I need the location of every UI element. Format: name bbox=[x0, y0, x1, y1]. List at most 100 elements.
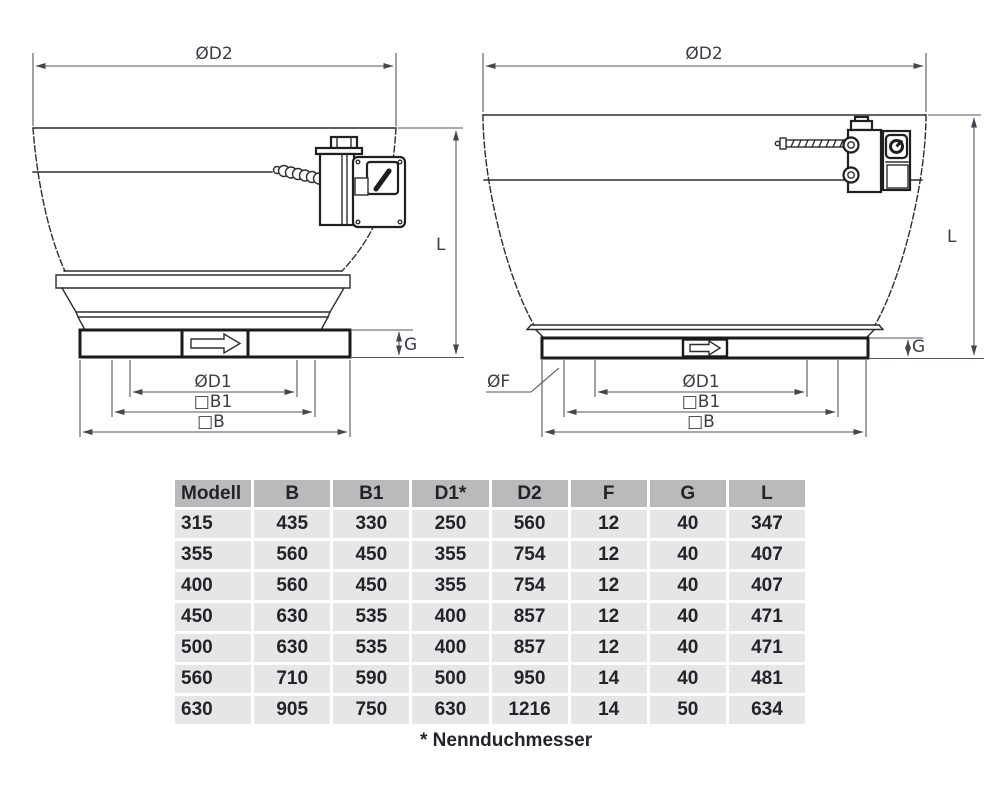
table-cell: 857 bbox=[491, 634, 568, 662]
column-header-b1: B1 bbox=[333, 480, 410, 507]
column-header-g: G bbox=[649, 480, 726, 507]
table-cell: 500 bbox=[175, 634, 252, 662]
table-cell: 754 bbox=[491, 541, 568, 569]
fan-cowl-left bbox=[32, 127, 397, 331]
table-cell: 40 bbox=[649, 572, 726, 600]
dim-label-l-right: L bbox=[947, 227, 957, 247]
dim-f-right: ØF bbox=[486, 367, 560, 393]
table-cell: 560 bbox=[254, 572, 331, 600]
table-cell: 450 bbox=[333, 541, 410, 569]
switch-box-left bbox=[314, 135, 407, 229]
base-plate-left bbox=[78, 328, 352, 359]
table-row: 630 905 750 630 1216 14 50 634 bbox=[175, 696, 805, 724]
table-cell: 450 bbox=[175, 603, 252, 631]
table-cell: 40 bbox=[649, 510, 726, 538]
switch-box-right bbox=[842, 115, 912, 194]
table-cell: 630 bbox=[254, 634, 331, 662]
table-cell: 560 bbox=[254, 541, 331, 569]
table-cell: 950 bbox=[491, 665, 568, 693]
table-cell: 471 bbox=[728, 603, 805, 631]
column-header-b: B bbox=[254, 480, 331, 507]
table-cell: 12 bbox=[570, 510, 647, 538]
table-cell: 355 bbox=[175, 541, 252, 569]
dimensions-table: Modell B B1 D1* D2 F G L 315 435 330 250… bbox=[172, 477, 808, 727]
table-cell: 590 bbox=[333, 665, 410, 693]
table-cell: 471 bbox=[728, 634, 805, 662]
table-cell: 14 bbox=[570, 665, 647, 693]
dim-label-g-right: G bbox=[912, 337, 925, 357]
table-cell: 315 bbox=[175, 510, 252, 538]
technical-drawings: ØD2 bbox=[32, 44, 984, 437]
table-cell: 12 bbox=[570, 603, 647, 631]
table-cell: 535 bbox=[333, 634, 410, 662]
dim-g-right: G bbox=[870, 337, 925, 357]
table-cell: 500 bbox=[412, 665, 489, 693]
table-cell: 40 bbox=[649, 603, 726, 631]
table-cell: 750 bbox=[333, 696, 410, 724]
table-cell: 560 bbox=[175, 665, 252, 693]
table-cell: 560 bbox=[491, 510, 568, 538]
dim-bottom-right: ØD1 □B1 □B bbox=[541, 360, 867, 437]
dim-l-left: L bbox=[352, 127, 464, 359]
dim-d2-left: ØD2 bbox=[32, 44, 397, 126]
table-cell: 634 bbox=[728, 696, 805, 724]
table-cell: 12 bbox=[570, 572, 647, 600]
table-cell: 14 bbox=[570, 696, 647, 724]
table-row: 400 560 450 355 754 12 40 407 bbox=[175, 572, 805, 600]
table-row: 560 710 590 500 950 14 40 481 bbox=[175, 665, 805, 693]
column-header-f: F bbox=[570, 480, 647, 507]
table-cell: 400 bbox=[412, 634, 489, 662]
left-view-drawing: ØD2 bbox=[32, 44, 464, 437]
airflow-arrow-icon bbox=[190, 332, 242, 355]
table-cell: 355 bbox=[412, 541, 489, 569]
table-cell: 330 bbox=[333, 510, 410, 538]
dim-d2-right: ØD2 bbox=[482, 44, 927, 112]
table-cell: 347 bbox=[728, 510, 805, 538]
dim-label-of: ØF bbox=[487, 372, 510, 392]
table-cell: 400 bbox=[412, 603, 489, 631]
table-cell: 407 bbox=[728, 541, 805, 569]
table-cell: 355 bbox=[412, 572, 489, 600]
table-cell: 40 bbox=[649, 665, 726, 693]
table-cell: 407 bbox=[728, 572, 805, 600]
dim-label-b-right: □B bbox=[687, 412, 715, 432]
table-cell: 450 bbox=[333, 572, 410, 600]
table-row: 315 435 330 250 560 12 40 347 bbox=[175, 510, 805, 538]
base-plate-right bbox=[540, 336, 870, 360]
table-cell: 435 bbox=[254, 510, 331, 538]
dim-label-od1-left: ØD1 bbox=[194, 372, 231, 392]
table-cell: 857 bbox=[491, 603, 568, 631]
footnote: * Nennduchmesser bbox=[420, 730, 593, 751]
dim-label-b-left: □B bbox=[197, 412, 225, 432]
dim-label-b1-left: □B1 bbox=[194, 392, 233, 412]
table-cell: 710 bbox=[254, 665, 331, 693]
dim-l-right: L bbox=[870, 114, 984, 360]
dim-bottom-left: ØD1 □B1 □B bbox=[79, 360, 351, 437]
dim-label-l-left: L bbox=[436, 235, 446, 255]
dim-label-od1-right: ØD1 bbox=[682, 372, 719, 392]
table-cell: 535 bbox=[333, 603, 410, 631]
table-cell: 40 bbox=[649, 541, 726, 569]
table-cell: 400 bbox=[175, 572, 252, 600]
table-cell: 754 bbox=[491, 572, 568, 600]
dim-label-b1-right: □B1 bbox=[682, 392, 721, 412]
table-cell: 630 bbox=[412, 696, 489, 724]
table-cell: 250 bbox=[412, 510, 489, 538]
dim-label-g-left: G bbox=[404, 335, 417, 355]
column-header-d1: D1* bbox=[412, 480, 489, 507]
table-row: 450 630 535 400 857 12 40 471 bbox=[175, 603, 805, 631]
table-cell: 481 bbox=[728, 665, 805, 693]
table-cell: 630 bbox=[254, 603, 331, 631]
airflow-arrow-icon bbox=[689, 339, 722, 357]
right-view-drawing: ØD2 bbox=[482, 44, 984, 437]
table-cell: 12 bbox=[570, 634, 647, 662]
column-header-modell: Modell bbox=[175, 480, 252, 507]
conduit-right bbox=[774, 137, 849, 150]
dim-label-od2-left: ØD2 bbox=[195, 44, 232, 64]
table-cell: 630 bbox=[175, 696, 252, 724]
table-row: 355 560 450 355 754 12 40 407 bbox=[175, 541, 805, 569]
table-header-row: Modell B B1 D1* D2 F G L bbox=[175, 480, 805, 507]
table-cell: 905 bbox=[254, 696, 331, 724]
column-header-d2: D2 bbox=[491, 480, 568, 507]
